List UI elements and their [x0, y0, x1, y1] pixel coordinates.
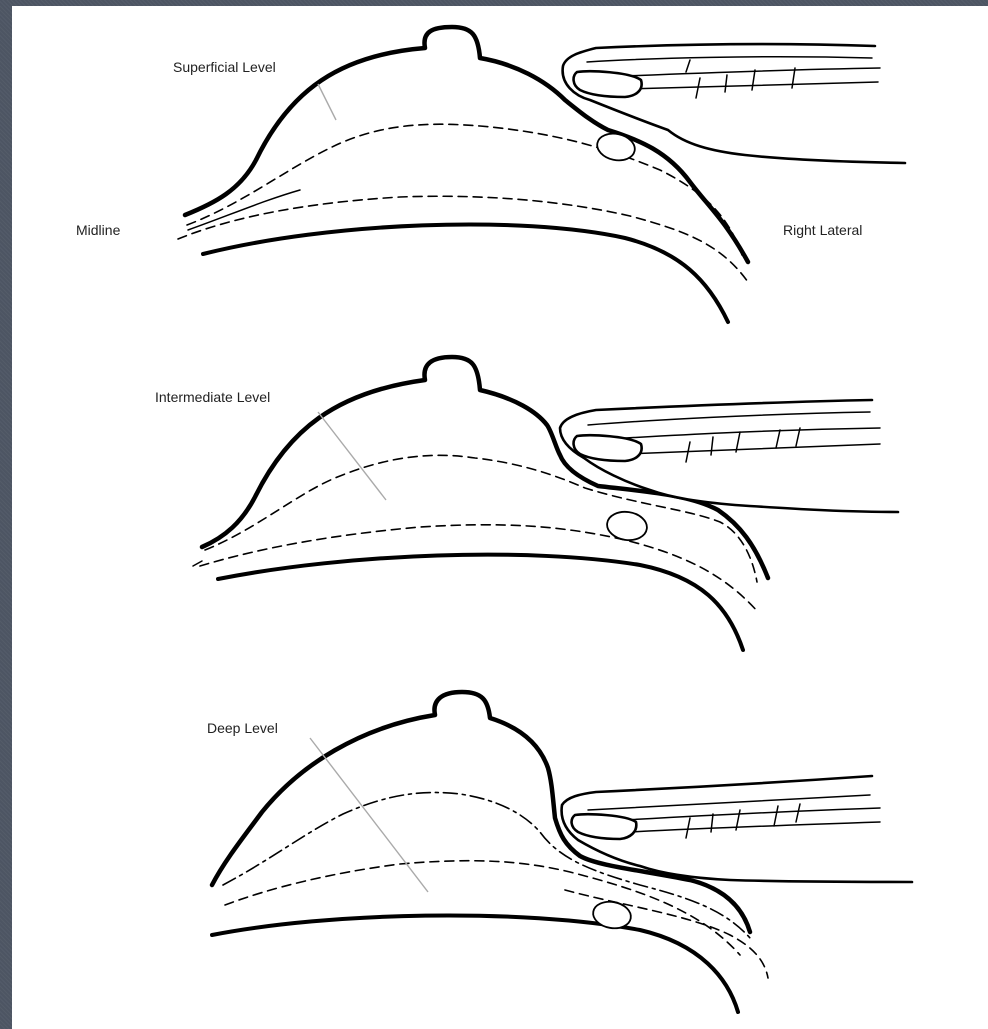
midline-label: Midline: [76, 222, 121, 238]
superficial-level-illustration: [178, 27, 905, 322]
chest-wall-line: [203, 224, 728, 322]
leader-line: [318, 412, 386, 500]
palpating-hand: [560, 400, 898, 512]
lump-icon: [605, 509, 649, 542]
deep-level-label: Deep Level: [207, 720, 278, 736]
intermediate-level-label: Intermediate Level: [155, 389, 270, 405]
leader-line: [310, 738, 428, 892]
intermediate-level-illustration: [193, 357, 898, 650]
chest-wall-line: [212, 915, 738, 1012]
leader-line: [318, 84, 336, 120]
superficial-level-label: Superficial Level: [173, 59, 276, 75]
right-lateral-label: Right Lateral: [783, 222, 862, 238]
tissue-layer-line: [178, 196, 748, 282]
chest-wall-line: [218, 555, 743, 650]
deep-level-illustration: [212, 692, 912, 1012]
tissue-layer-line: [187, 124, 743, 258]
